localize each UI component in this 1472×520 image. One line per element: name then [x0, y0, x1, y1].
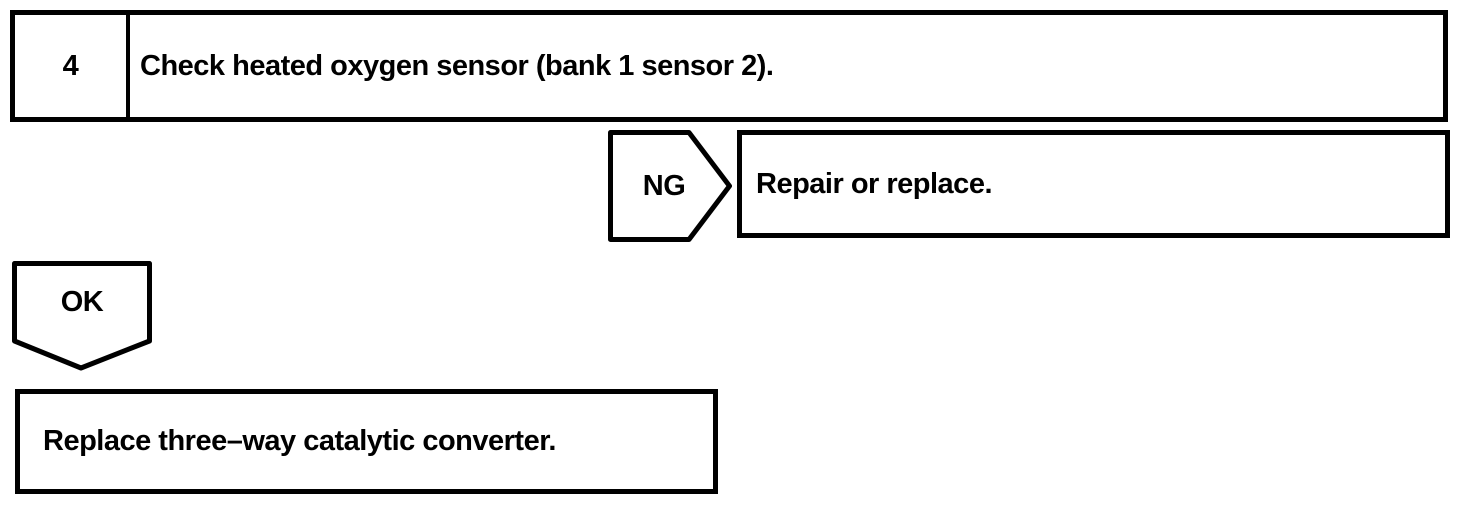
ng-label: NG [642, 169, 686, 202]
ok-connector: OK [12, 261, 152, 371]
step-box: 4 Check heated oxygen sensor (bank 1 sen… [10, 10, 1448, 122]
ok-pentagon-icon [12, 261, 152, 371]
ok-action-box: Replace three–way catalytic converter. [15, 389, 718, 494]
ok-action-text: Replace three–way catalytic converter. [43, 425, 556, 457]
ng-action-box: Repair or replace. [737, 130, 1450, 238]
ok-label: OK [60, 285, 104, 318]
step-number-cell: 4 [15, 15, 130, 117]
step-instruction-cell: Check heated oxygen sensor (bank 1 senso… [130, 15, 1443, 117]
step-instruction: Check heated oxygen sensor (bank 1 senso… [140, 49, 774, 82]
ng-pentagon-icon [608, 130, 732, 242]
step-number: 4 [62, 49, 79, 82]
ng-connector: NG [608, 130, 732, 242]
ng-action-text: Repair or replace. [756, 167, 993, 200]
